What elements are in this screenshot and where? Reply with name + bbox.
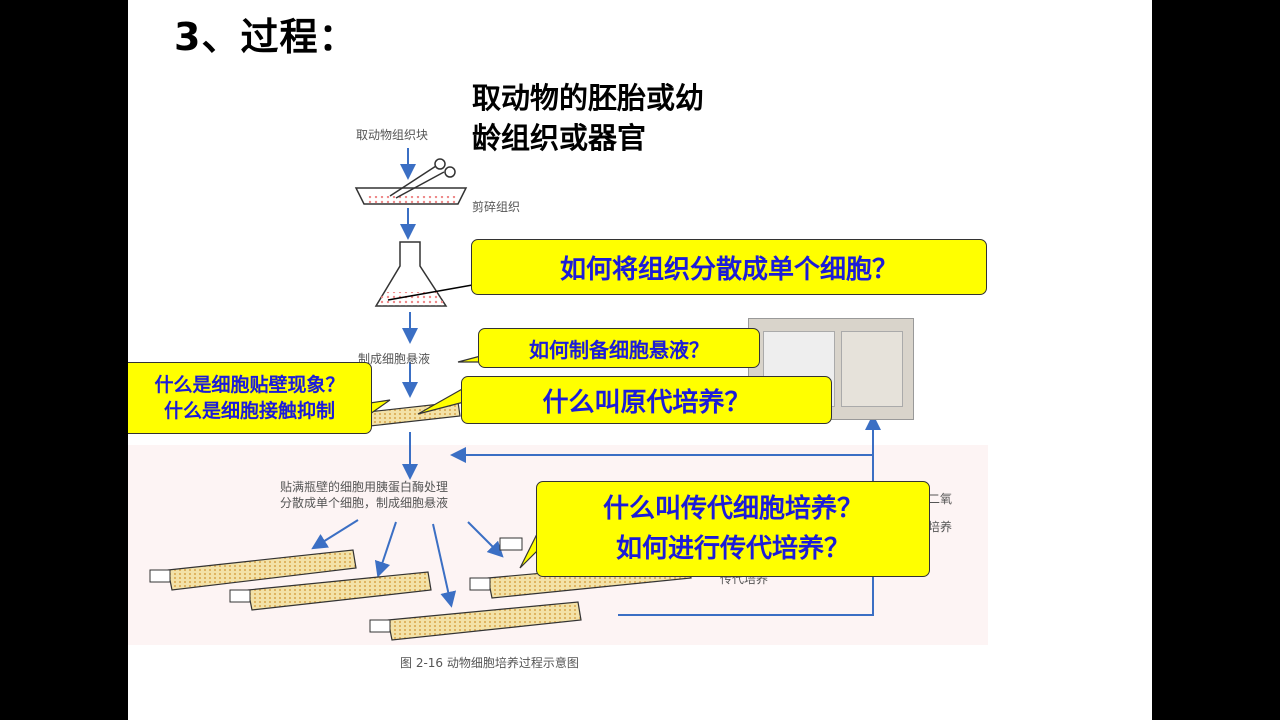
step-trypsin-1: 贴满瓶壁的细胞用胰蛋白酶处理 <box>280 480 449 494</box>
step-take-tissue: 取动物组织块 <box>356 128 429 142</box>
intro-text: 取动物的胚胎或幼 龄组织或器官 <box>472 78 704 158</box>
subculture-flask-3 <box>369 601 582 641</box>
callout-disperse-cells: 如何将组织分散成单个细胞？ <box>471 239 987 295</box>
primary-culture-flask-icon <box>367 401 461 427</box>
callout-primary-culture: 什么叫原代培养？ <box>461 376 832 424</box>
callout-passage-culture: 什么叫传代细胞培养？ 如何进行传代培养？ <box>536 481 930 577</box>
callout-passage-line-2: 如何进行传代培养？ <box>615 534 850 564</box>
label-co2: 二氧 <box>928 492 953 506</box>
intro-line-2: 龄组织或器官 <box>472 121 647 155</box>
step-mince: 剪碎组织 <box>472 200 521 214</box>
step-trypsin-2: 分散成单个细胞，制成细胞悬液 <box>280 496 449 510</box>
petri-dish-icon <box>354 158 468 205</box>
label-culture: 培养 <box>928 520 953 534</box>
callout-primary-text: 什么叫原代培养？ <box>542 387 751 418</box>
flask-icon <box>374 241 448 307</box>
arrow-fan-4 <box>467 521 504 558</box>
callout-suspension-text: 如何制备细胞悬液？ <box>529 337 709 362</box>
subculture-flask-1 <box>149 549 357 591</box>
callout-disperse-text: 如何将组织分散成单个细胞？ <box>559 254 898 285</box>
callout-adherence-line-1: 什么是细胞贴壁现象？ <box>154 374 345 396</box>
slide: 3、过程： 取动物的胚胎或幼 龄组织或器官 <box>128 0 1152 720</box>
step-suspension: 制成细胞悬液 <box>358 352 431 366</box>
figure-caption: 图 2-16 动物细胞培养过程示意图 <box>400 656 579 670</box>
slide-title: 3、过程： <box>174 15 358 59</box>
callout-cell-suspension: 如何制备细胞悬液？ <box>478 328 760 368</box>
callout-passage-line-1: 什么叫传代细胞培养？ <box>602 494 863 524</box>
callout-adherence-line-2: 什么是细胞接触抑制 <box>163 400 335 422</box>
subculture-flask-2 <box>229 571 432 611</box>
intro-line-1: 取动物的胚胎或幼 <box>472 81 705 115</box>
arrow-fan-3 <box>432 523 457 608</box>
arrow-fan-2 <box>374 521 397 578</box>
subculture-flask-5 <box>499 537 523 551</box>
callout-adherence: 什么是细胞贴壁现象？ 什么是细胞接触抑制 <box>128 362 372 434</box>
arrow-fan-1 <box>311 519 359 550</box>
